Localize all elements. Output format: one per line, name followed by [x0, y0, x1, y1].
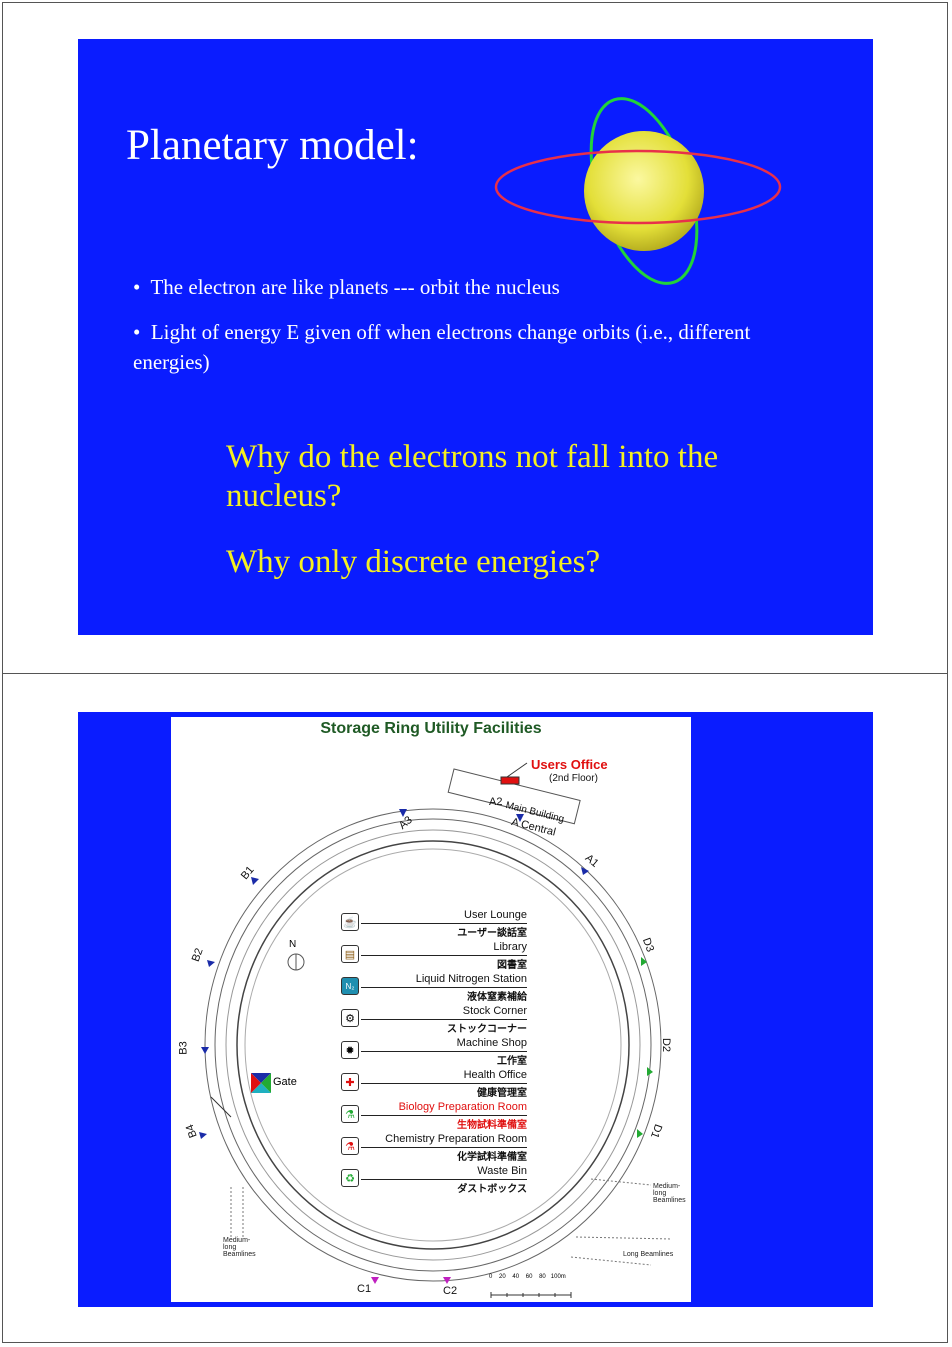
screw-icon: ⚙ [341, 1009, 359, 1027]
long-beamlines-label: Long Beamlines [623, 1251, 674, 1258]
bullet-text: Light of energy E given off when electro… [133, 320, 751, 374]
slide-title: Planetary model: [126, 122, 419, 169]
health-cross-icon: ✚ [341, 1073, 359, 1091]
scale-bar: 0 20 40 60 80 100m [489, 1274, 566, 1280]
bullet-light-energy: • Light of energy E given off when elect… [133, 320, 751, 374]
question-electrons-fall: Why do the electrons not fall into the n… [226, 439, 719, 514]
users-office-label: Users Office [531, 757, 608, 772]
gate-label: Gate [273, 1076, 297, 1088]
legend-liquid-nitrogen: N₂ Liquid Nitrogen Station 液体窒素補給 [341, 971, 531, 1003]
library-icon: ▤ [341, 945, 359, 963]
medium-long-beamlines-right: Medium-long Beamlines [653, 1183, 686, 1204]
machine-shop-icon: ✹ [341, 1041, 359, 1059]
biology-flask-icon: ⚗ [341, 1105, 359, 1123]
legend-user-lounge: ☕ User Lounge ユーザー談話室 [341, 907, 531, 939]
legend-stock-corner: ⚙ Stock Corner ストックコーナー [341, 1003, 531, 1035]
legend-biology-prep: ⚗ Biology Preparation Room 生物試料準備室 [341, 1099, 531, 1131]
bullet-electron-planets: • The electron are like planets --- orbi… [133, 275, 560, 299]
legend-machine-shop: ✹ Machine Shop 工作室 [341, 1035, 531, 1067]
north-indicator: N [289, 939, 297, 950]
map-title: Storage Ring Utility Facilities [320, 720, 542, 737]
medium-long-beamlines-left: Medium-long Beamlines [223, 1237, 256, 1258]
section-b3: B3 [177, 1041, 190, 1055]
second-floor-label: (2nd Floor) [549, 773, 598, 784]
legend-waste-bin: ♻ Waste Bin ダストボックス [341, 1163, 531, 1195]
chemistry-flask-icon: ⚗ [341, 1137, 359, 1155]
ring-drawing [199, 762, 672, 1298]
nucleus [584, 131, 704, 251]
lounge-icon: ☕ [341, 913, 359, 931]
legend-health-office: ✚ Health Office 健康管理室 [341, 1067, 531, 1099]
slide-storage-ring: Storage Ring Utility Facilities Users Of… [78, 712, 873, 1307]
legend-chemistry-prep: ⚗ Chemistry Preparation Room 化学試料準備室 [341, 1131, 531, 1163]
section-c1: C1 [357, 1283, 372, 1295]
bullet-text: The electron are like planets --- orbit … [150, 275, 560, 299]
storage-ring-map: Storage Ring Utility Facilities Users Of… [171, 717, 691, 1302]
page-divider [2, 673, 948, 674]
section-d2: D2 [660, 1037, 673, 1053]
section-c2: C2 [443, 1285, 458, 1297]
waste-bin-icon: ♻ [341, 1169, 359, 1187]
legend-library: ▤ Library 図書室 [341, 939, 531, 971]
atom-illustration [494, 97, 782, 285]
nitrogen-icon: N₂ [341, 977, 359, 995]
section-a1: A2 [489, 796, 503, 808]
orbit-red [494, 149, 782, 225]
slide-planetary-model: Planetary model: • The electron are like… [78, 39, 873, 635]
question-discrete-energies: Why only discrete energies? [226, 544, 601, 580]
